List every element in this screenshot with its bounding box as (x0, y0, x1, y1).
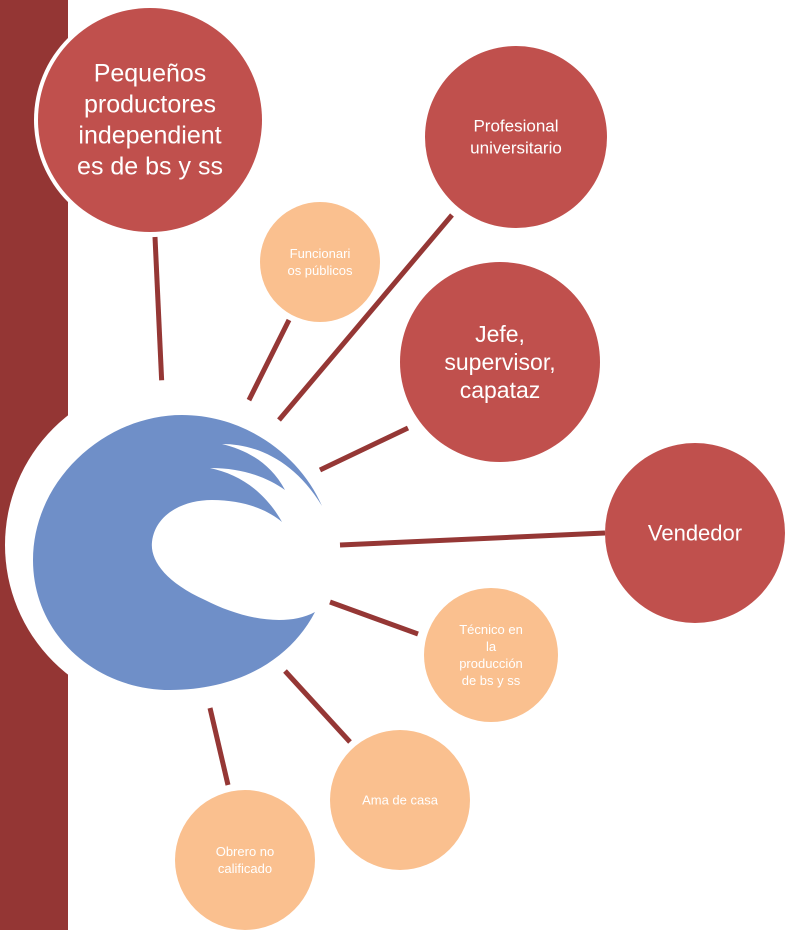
node-label-line: Pequeños (94, 60, 207, 88)
node-label-line: Obrero no (216, 844, 275, 859)
node-circle (605, 443, 785, 623)
node-label-line: Ama de casa (362, 793, 439, 808)
wave-icon (33, 415, 322, 690)
node-label-line: Jefe, (475, 321, 525, 347)
connector-funcionarios-publicos (245, 318, 292, 404)
node-label-line: os públicos (287, 263, 353, 278)
connector-pequenos-productores (152, 236, 165, 389)
hub (5, 380, 335, 710)
node-circle (400, 262, 600, 462)
node-circle (175, 790, 315, 930)
connector-tecnico-produccion (329, 599, 419, 637)
node-circle (38, 8, 262, 232)
node-circle (425, 46, 607, 228)
node-label-line: la (486, 639, 497, 654)
nodes: Pequeños productores independient es de bs … (34, 4, 785, 930)
node-label-line: producción (459, 656, 523, 671)
node-label-line: Funcionari (290, 246, 351, 261)
node-label-line: es de bs y ss (77, 153, 223, 181)
node-label-line: supervisor, (444, 349, 555, 375)
node-label-line: calificado (218, 861, 272, 876)
node-ama-de-casa: Ama de casa (330, 730, 470, 870)
node-circle (260, 202, 380, 322)
node-label-line: de bs y ss (462, 673, 521, 688)
node-label-line: productores (84, 91, 216, 119)
connector-obrero-no-calificado (207, 707, 231, 786)
connector-profesional-universitario (277, 213, 454, 422)
node-label-line: Vendedor (648, 521, 742, 546)
node-label-line: independient (78, 122, 221, 150)
node-label-line: Técnico en (459, 622, 523, 637)
node-obrero-no-calificado: Obrero no calificado (175, 790, 315, 930)
node-label-line: universitario (470, 139, 562, 158)
node-circle (424, 588, 558, 722)
connector-jefe-supervisor-capataz (318, 425, 410, 473)
node-tecnico-produccion: Técnico en la producción de bs y ss (424, 588, 558, 722)
node-pequenos-productores: Pequeños productores independient es de bs … (34, 4, 266, 236)
node-funcionarios-publicos: Funcionari os públicos (260, 202, 380, 322)
node-label-line: capataz (460, 377, 541, 403)
node-profesional-universitario: Profesional universitario (425, 46, 607, 228)
connector-vendedor (339, 530, 606, 548)
node-circle (330, 730, 470, 870)
connector-ama-de-casa (283, 669, 352, 744)
connectors (152, 213, 606, 786)
node-label-line: Profesional (473, 117, 558, 136)
node-jefe-supervisor-capataz: Jefe,supervisor,capataz (400, 262, 600, 462)
node-vendedor: Vendedor (605, 443, 785, 623)
